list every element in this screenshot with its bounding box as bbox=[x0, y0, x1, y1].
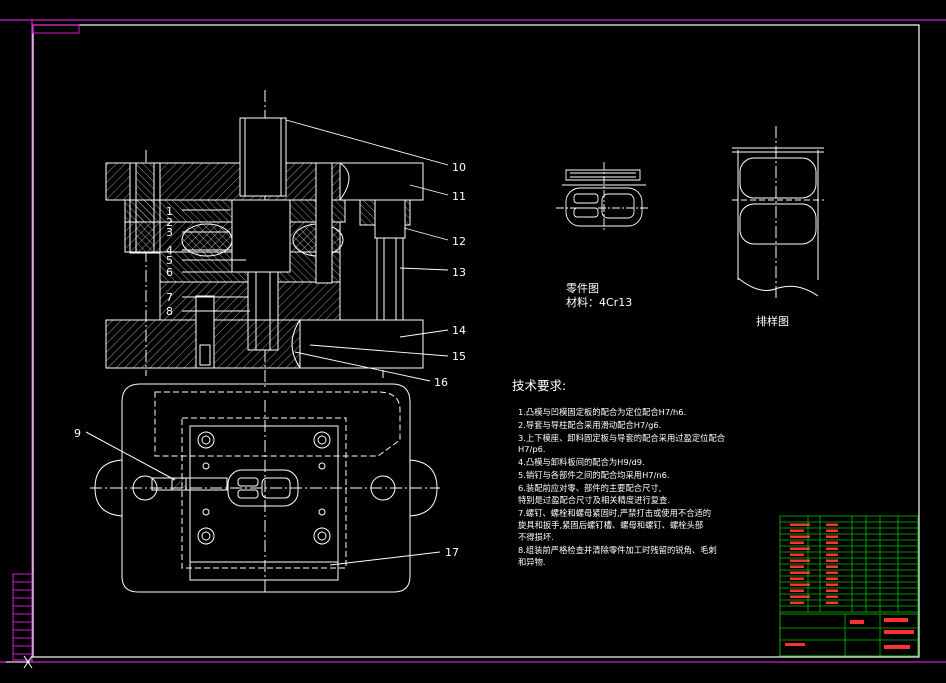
parts-list-entry-mark bbox=[826, 565, 838, 568]
tech-requirement-line: 7.螺钉、螺栓和螺母紧固时,严禁打击或使用不合适的 bbox=[518, 508, 711, 518]
tech-requirement-line: 和异物. bbox=[518, 557, 546, 567]
part-label-9: 9 bbox=[74, 427, 81, 440]
parts-list-entry-mark bbox=[790, 589, 804, 592]
title-block-red-marks bbox=[785, 618, 914, 649]
part-drawing-material: 材料：4Cr13 bbox=[566, 295, 632, 309]
die-assembly-section-view bbox=[105, 90, 424, 390]
parts-list-entry-mark bbox=[826, 553, 838, 556]
parts-list-entry-mark bbox=[826, 577, 838, 580]
parts-list-entry-mark bbox=[790, 553, 804, 556]
tech-requirement-line: 3.上下模座、卸料固定板与导套的配合采用过盈定位配合 bbox=[518, 433, 726, 443]
tech-requirement-line: 特别是过盈配合尺寸及相关精度进行复查. bbox=[518, 495, 670, 505]
parts-list-entry-mark bbox=[790, 583, 810, 586]
part-label-1: 1 bbox=[166, 205, 173, 218]
parts-list-entry-mark bbox=[790, 547, 810, 550]
part-drawing bbox=[556, 162, 650, 232]
parts-list-entry-mark bbox=[826, 535, 838, 538]
parts-list-entry-mark bbox=[790, 577, 804, 580]
part-label-3: 3 bbox=[166, 226, 173, 239]
tech-requirements-title: 技术要求: bbox=[512, 378, 566, 393]
tech-requirement-line: 4.凸模与卸料板间的配合为H9/d9. bbox=[518, 457, 645, 467]
strip-layout-drawing bbox=[732, 126, 824, 298]
part-label-15: 15 bbox=[452, 350, 466, 363]
title-block bbox=[779, 515, 919, 657]
part-label-4: 4 bbox=[166, 244, 173, 257]
strip-layout-caption: 排样图 bbox=[756, 314, 789, 328]
tech-requirement-line: 2.导套与导柱配合采用滑动配合H7/g6. bbox=[518, 420, 661, 430]
part-label-8: 8 bbox=[166, 305, 173, 318]
part-label-17: 17 bbox=[445, 546, 459, 559]
ucs-icon bbox=[6, 655, 33, 669]
parts-list-entry-mark bbox=[826, 541, 838, 544]
part-label-14: 14 bbox=[452, 324, 466, 337]
part-drawing-caption: 零件图 bbox=[566, 282, 599, 295]
part-label-11: 11 bbox=[452, 190, 466, 203]
part-label-12: 12 bbox=[452, 235, 466, 248]
parts-list-entry-mark bbox=[826, 529, 838, 532]
tech-requirement-line: 5.销钉与各部件之间的配合均采用H7/n6. bbox=[518, 470, 670, 480]
parts-list-entry-mark bbox=[826, 589, 838, 592]
part-label-7: 7 bbox=[166, 291, 173, 304]
parts-list-entry-mark bbox=[790, 595, 810, 598]
parts-list-entry-mark bbox=[790, 529, 804, 532]
sidebar-code-box bbox=[12, 573, 33, 661]
tech-requirement-line: 8.组装前严格检查并清除零件加工时残留的锐角、毛刺 bbox=[518, 545, 717, 555]
parts-list-entry-mark bbox=[790, 565, 804, 568]
part-label-16: 16 bbox=[434, 376, 448, 389]
parts-list-entry-mark bbox=[826, 601, 838, 604]
part-label-5: 5 bbox=[166, 254, 173, 267]
tech-requirements: 技术要求: 1.凸模与凹模固定板的配合为定位配合H7/h6. 2.导套与导柱配合… bbox=[512, 378, 726, 567]
part-number-labels: 1 2 3 4 5 6 7 8 9 10 11 12 13 14 15 16 1… bbox=[74, 161, 466, 559]
tech-requirement-line: H7/p6. bbox=[518, 444, 546, 454]
part-label-13: 13 bbox=[452, 266, 466, 279]
tech-requirement-line: 不得损坏. bbox=[518, 532, 554, 542]
tech-requirement-line: 旋具和扳手,紧固后螺钉槽、螺母和螺钉、螺栓头部 bbox=[518, 520, 703, 530]
parts-list-entry-mark bbox=[826, 559, 838, 562]
tech-requirement-line: 6.装配前应对零、部件的主要配合尺寸, bbox=[518, 483, 661, 493]
sheet-border bbox=[0, 19, 946, 663]
parts-list-entry-mark bbox=[826, 571, 838, 574]
parts-list-entry-mark bbox=[790, 571, 810, 574]
parts-list-entry-mark bbox=[790, 541, 804, 544]
parts-list-entry-mark bbox=[826, 583, 838, 586]
part-label-10: 10 bbox=[452, 161, 466, 174]
parts-list-entry-mark bbox=[790, 523, 810, 526]
parts-list-entry-mark bbox=[790, 535, 810, 538]
part-label-2: 2 bbox=[166, 216, 173, 229]
parts-list-entry-mark bbox=[826, 595, 838, 598]
leader-lines bbox=[182, 119, 449, 382]
die-assembly-plan-view bbox=[85, 383, 441, 594]
parts-list-entry-mark bbox=[826, 523, 838, 526]
tech-requirement-line: 1.凸模与凹模固定板的配合为定位配合H7/h6. bbox=[518, 407, 686, 417]
parts-list-entry-mark bbox=[826, 547, 838, 550]
parts-list-entry-mark bbox=[790, 601, 804, 604]
part-label-6: 6 bbox=[166, 266, 173, 279]
parts-list-entry-mark bbox=[790, 559, 810, 562]
